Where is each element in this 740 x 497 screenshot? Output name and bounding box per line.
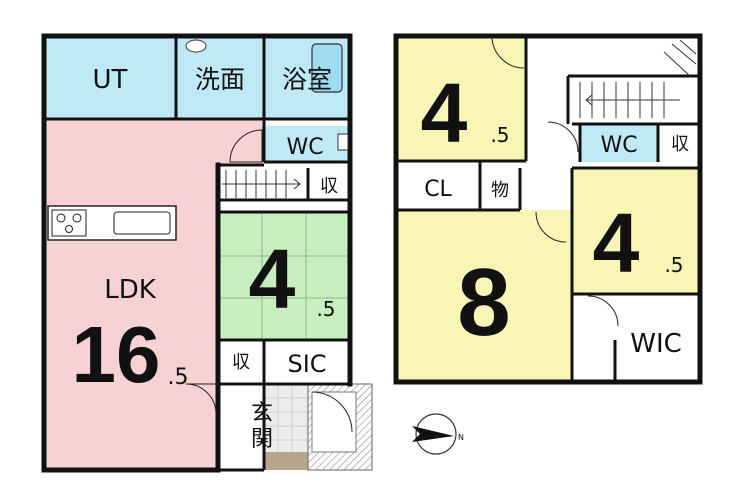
kitchen-sink: [113, 211, 171, 235]
floor-2: 4 .5 WC 収 CL 物 4 .5 8 WIC: [393, 33, 703, 385]
compass-n-label: N: [458, 433, 464, 442]
entrance-label-bottom: 関: [251, 427, 273, 452]
wc-room-2f: [580, 124, 658, 162]
inner-walls-2f: [396, 36, 700, 382]
washbasin: [185, 39, 207, 53]
porch-step: [311, 391, 357, 453]
doors-1f: [185, 129, 353, 433]
bedroom-right-size-fraction: .5: [664, 253, 683, 277]
ut-label: UT: [93, 65, 128, 95]
wic-label: WIC: [630, 329, 682, 359]
tatami-size-main: 4: [249, 232, 296, 326]
tatami-room: [218, 212, 350, 340]
floor-1: UT 洗面 浴室 WC 収 LDK 16 .5 4 .5 収 SIC 玄 関: [41, 33, 373, 473]
entrance-tile-grid: [264, 384, 308, 452]
burner-icon: [65, 225, 73, 233]
wc-toilet-1f: [337, 133, 349, 151]
burner-icon: [72, 213, 82, 223]
compass-ring: [415, 413, 457, 455]
tatami-size-fraction: .5: [316, 297, 335, 321]
doors-2f: [491, 35, 619, 327]
walls-1f: [41, 33, 353, 473]
bath-label: 浴室: [282, 65, 332, 94]
sic-label: SIC: [287, 350, 326, 378]
closet-label: CL: [424, 177, 452, 202]
bedroom-right: [572, 168, 700, 294]
bedroom-main: [396, 210, 572, 382]
ldk-size-main: 16: [72, 310, 161, 399]
burner-icon: [56, 213, 66, 223]
wc-room-1f: [264, 126, 350, 162]
stairs-2f: [579, 39, 697, 118]
bedroom-right-size-main: 4: [593, 196, 640, 290]
bedroom-top: [396, 36, 526, 161]
wc-label-1f: WC: [286, 135, 323, 160]
wc-label-2f: WC: [600, 133, 637, 158]
inner-walls-1f: [44, 36, 350, 472]
ldk-size-fraction: .5: [168, 365, 189, 390]
stairs-1f: [222, 170, 301, 198]
storage-mono-label: 物: [491, 180, 509, 201]
bedroom-top-size-fraction: .5: [490, 123, 509, 147]
north-arrow-icon: [412, 426, 454, 442]
storage-small-label: 収: [232, 352, 250, 373]
ut-room: [44, 36, 176, 119]
storage-stairs-label: 収: [320, 176, 338, 197]
bedroom-top-size-main: 4: [421, 66, 468, 160]
storage-wc-label: 収: [671, 134, 689, 155]
entrance-step: [264, 452, 308, 470]
tatami-grid: [218, 212, 350, 340]
ldk-label: LDK: [104, 275, 157, 305]
entrance-label-top: 玄: [251, 401, 273, 426]
washroom-label: 洗面: [195, 65, 245, 94]
bedroom-main-size: 8: [457, 249, 510, 356]
compass: N: [412, 413, 464, 455]
kitchen-stove: [51, 209, 87, 237]
bathtub: [311, 43, 343, 93]
